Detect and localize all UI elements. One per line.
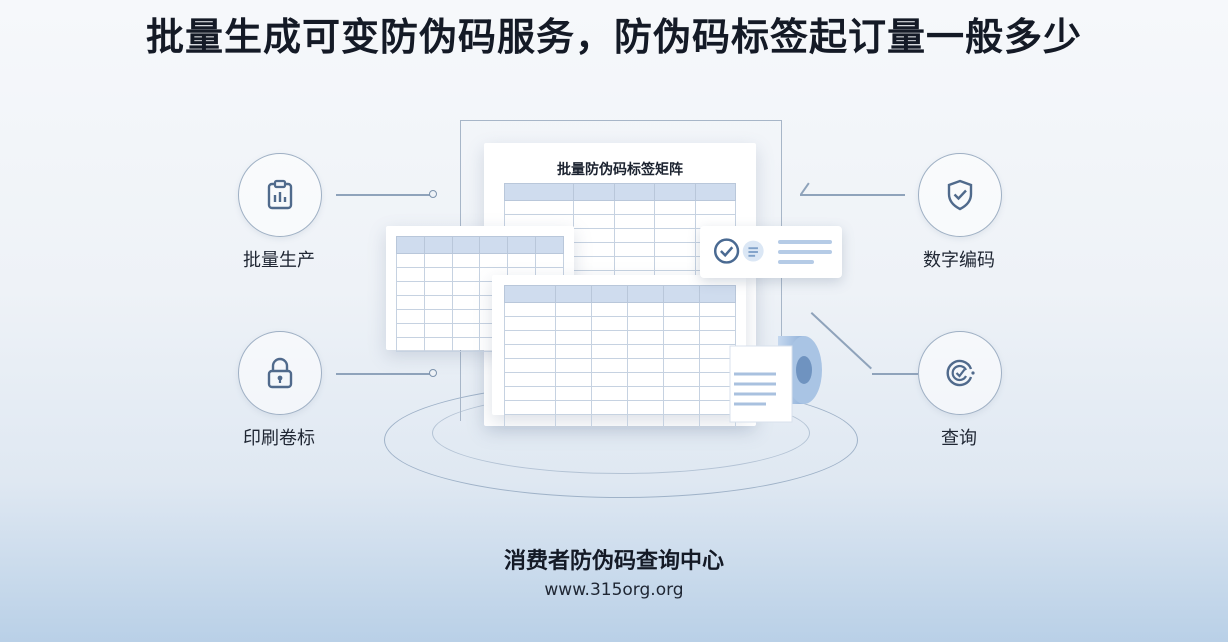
shield-check-icon [947, 179, 973, 211]
feature-label-print: 印刷卷标 [243, 428, 315, 449]
page-title: 批量生成可变防伪码服务，防伪码标签起订量一般多少 [145, 15, 1082, 59]
organization-url[interactable]: www.315org.org [544, 580, 684, 600]
connector-line [800, 194, 905, 196]
feature-label-query: 查询 [941, 428, 977, 449]
verification-card [700, 226, 842, 278]
scan-check-icon [946, 359, 975, 387]
document-title: 批量防伪码标签矩阵 [557, 162, 683, 178]
connector-line [800, 182, 810, 195]
connector-line [872, 373, 918, 375]
feature-label-batch: 批量生产 [243, 250, 315, 271]
text-line [778, 240, 832, 244]
clipboard-chart-icon [267, 179, 293, 210]
code-table-front [504, 285, 737, 429]
document-sheet-front [492, 275, 746, 429]
feature-circle-print [238, 331, 322, 415]
connector-line [336, 373, 432, 375]
text-line [778, 260, 814, 264]
text-line [778, 250, 832, 254]
feature-label-digital: 数字编码 [923, 250, 995, 271]
connector-line [336, 194, 432, 196]
feature-circle-query [918, 331, 1002, 415]
connector-dot [429, 369, 437, 377]
organization-name: 消费者防伪码查询中心 [503, 549, 724, 574]
check-circle-icon [713, 238, 764, 264]
padlock-icon [267, 357, 293, 389]
feature-circle-digital [918, 153, 1002, 237]
connector-dot [429, 190, 437, 198]
label-roll-icon [729, 336, 822, 423]
feature-circle-batch [238, 153, 322, 237]
